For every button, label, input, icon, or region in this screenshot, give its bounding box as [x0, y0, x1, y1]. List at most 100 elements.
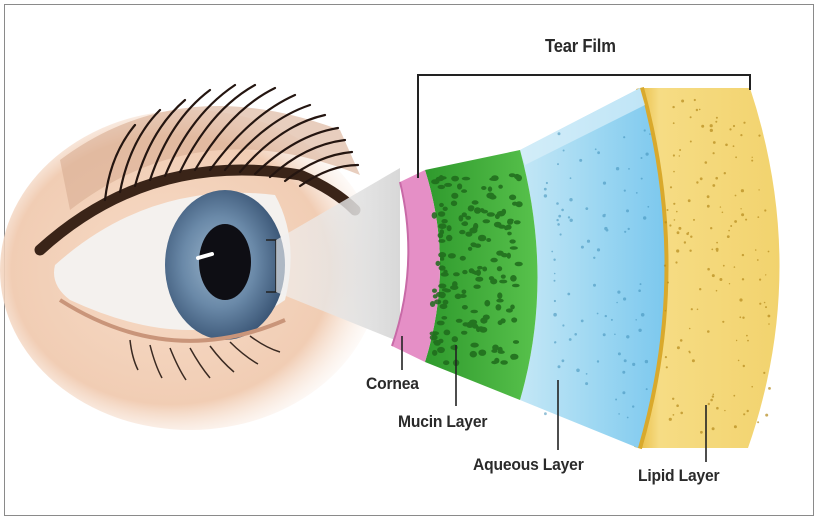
- texture-dot: [691, 308, 693, 310]
- texture-dot: [733, 395, 735, 397]
- texture-dot: [498, 320, 503, 325]
- texture-dot: [733, 145, 735, 147]
- texture-dot: [441, 219, 447, 223]
- texture-dot: [622, 391, 625, 394]
- texture-dot: [462, 290, 467, 295]
- texture-dot: [689, 328, 691, 330]
- texture-dot: [459, 215, 464, 221]
- texture-dot: [465, 232, 472, 237]
- texture-dot: [501, 275, 506, 279]
- texture-dot: [768, 315, 771, 318]
- texture-dot: [622, 371, 625, 374]
- texture-dot: [715, 177, 718, 180]
- texture-dot: [669, 418, 672, 421]
- texture-dot: [713, 141, 716, 144]
- texture-dot: [727, 235, 730, 238]
- texture-dot: [701, 125, 704, 128]
- texture-dot: [436, 177, 444, 182]
- texture-dot: [498, 185, 503, 189]
- texture-dot: [475, 244, 482, 248]
- texture-dot: [554, 341, 556, 343]
- texture-dot: [487, 212, 495, 217]
- texture-dot: [439, 292, 446, 298]
- texture-dot: [452, 281, 458, 287]
- pupil: [199, 224, 251, 300]
- texture-dot: [636, 192, 638, 194]
- texture-dot: [746, 335, 748, 337]
- texture-dot: [689, 250, 691, 252]
- texture-dot: [507, 253, 511, 259]
- texture-dot: [696, 181, 698, 183]
- texture-dot: [509, 195, 516, 201]
- texture-dot: [722, 212, 724, 214]
- texture-dot: [511, 317, 517, 322]
- texture-dot: [447, 225, 452, 231]
- texture-dot: [618, 413, 620, 415]
- texture-dot: [666, 366, 668, 368]
- texture-dot: [556, 202, 559, 205]
- texture-dot: [475, 277, 483, 282]
- texture-dot: [581, 320, 584, 323]
- texture-dot: [624, 359, 627, 362]
- texture-dot: [437, 321, 445, 326]
- texture-dot: [673, 154, 675, 156]
- texture-dot: [670, 186, 672, 188]
- tear-film-label: Tear Film: [545, 36, 616, 57]
- texture-dot: [638, 289, 641, 292]
- texture-dot: [711, 249, 713, 251]
- texture-dot: [433, 340, 441, 344]
- texture-dot: [506, 225, 512, 230]
- texture-dot: [647, 206, 649, 208]
- texture-dot: [722, 321, 724, 323]
- texture-dot: [477, 266, 483, 270]
- texture-dot: [496, 251, 504, 256]
- texture-dot: [751, 160, 753, 162]
- texture-dot: [676, 249, 679, 252]
- texture-dot: [595, 148, 597, 150]
- texture-dot: [553, 259, 555, 261]
- texture-dot: [499, 280, 507, 284]
- texture-dot: [510, 246, 518, 250]
- texture-dot: [690, 141, 692, 143]
- texture-dot: [481, 186, 486, 190]
- texture-dot: [585, 207, 588, 210]
- texture-dot: [768, 251, 770, 253]
- texture-dot: [462, 270, 467, 274]
- texture-dot: [757, 216, 759, 218]
- texture-dot: [632, 363, 635, 366]
- texture-dot: [515, 262, 523, 267]
- texture-dot: [758, 189, 759, 190]
- texture-dot: [497, 292, 502, 299]
- texture-dot: [603, 182, 606, 185]
- texture-dot: [632, 405, 634, 407]
- texture-dot: [665, 356, 667, 358]
- texture-dot: [441, 272, 449, 276]
- texture-dot: [569, 338, 572, 341]
- texture-dot: [742, 254, 744, 256]
- texture-dot: [641, 178, 643, 180]
- texture-dot: [593, 284, 596, 287]
- texture-dot: [570, 219, 573, 222]
- texture-dot: [627, 417, 629, 419]
- texture-dot: [644, 129, 646, 131]
- texture-dot: [684, 241, 686, 243]
- texture-dot: [558, 365, 561, 368]
- texture-dot: [736, 340, 737, 341]
- texture-dot: [456, 319, 463, 323]
- texture-dot: [430, 332, 435, 336]
- texture-dot: [488, 186, 492, 191]
- texture-dot: [707, 205, 710, 208]
- texture-dot: [484, 300, 490, 307]
- texture-dot: [497, 211, 505, 217]
- texture-dot: [688, 351, 690, 353]
- texture-dot: [679, 149, 681, 151]
- texture-dot: [441, 316, 447, 320]
- texture-dot: [462, 305, 468, 310]
- texture-dot: [765, 306, 767, 308]
- texture-dot: [587, 240, 590, 243]
- texture-dot: [497, 266, 502, 271]
- texture-dot: [624, 231, 626, 233]
- texture-dot: [675, 261, 677, 263]
- texture-dot: [455, 294, 462, 300]
- texture-dot: [716, 117, 718, 119]
